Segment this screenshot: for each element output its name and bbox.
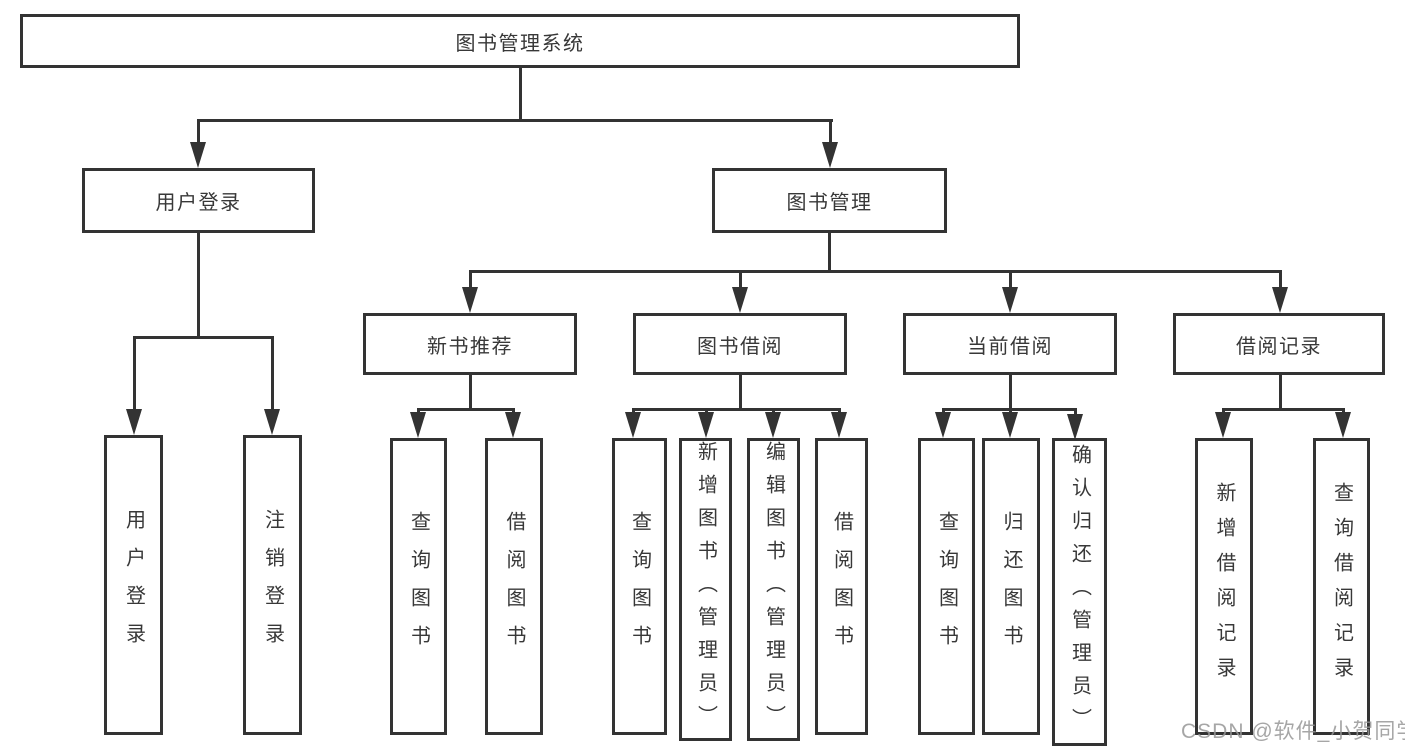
- node-nbr-borrow-book-label: 借阅图书: [503, 510, 525, 663]
- connector-arrow: [264, 338, 280, 435]
- node-new-book-rec: 新书推荐: [363, 313, 577, 375]
- connector-arrow: [732, 272, 748, 313]
- node-bb-borrow-book: 借阅图书: [815, 438, 868, 735]
- node-leaf-logout: 注销登录: [243, 435, 302, 735]
- connector-arrow: [1335, 410, 1351, 438]
- node-bb-edit-book-admin-label: 编辑图书（管理员）: [762, 441, 785, 738]
- connector-arrow: [831, 410, 847, 438]
- node-bb-add-book-admin: 新增图书（管理员）: [679, 438, 732, 741]
- node-book-borrow-label: 图书借阅: [697, 335, 783, 358]
- node-cb-query-book-label: 查询图书: [935, 510, 958, 663]
- connector-line: [469, 375, 472, 410]
- connector-arrow: [1215, 410, 1231, 438]
- connector-arrow: [126, 338, 142, 435]
- node-cb-query-book: 查询图书: [918, 438, 975, 735]
- node-cb-confirm-return-admin: 确认归还（管理员）: [1052, 438, 1107, 746]
- node-leaf-user-login-label: 用户登录: [122, 509, 145, 661]
- connector-line: [197, 119, 833, 122]
- connector-line: [739, 375, 742, 410]
- node-br-add-record-label: 新增借阅记录: [1213, 481, 1235, 692]
- node-cb-return-book-label: 归还图书: [1000, 510, 1022, 663]
- connector-arrow: [935, 410, 951, 438]
- node-root-label: 图书管理系统: [455, 32, 585, 55]
- connector-arrow: [625, 410, 641, 438]
- node-borrow-records: 借阅记录: [1173, 313, 1385, 375]
- connector-line: [1222, 408, 1345, 411]
- connector-line: [519, 66, 522, 120]
- csdn-watermark: CSDN @软件_小贺同学: [1181, 720, 1405, 743]
- connector-arrow: [410, 410, 426, 438]
- node-bb-borrow-book-label: 借阅图书: [830, 510, 853, 663]
- connector-arrow: [1002, 410, 1018, 438]
- node-book-borrow: 图书借阅: [633, 313, 847, 375]
- node-br-add-record: 新增借阅记录: [1195, 438, 1253, 735]
- node-user-login: 用户登录: [82, 168, 315, 233]
- connector-arrow: [1067, 410, 1083, 440]
- connector-line: [417, 408, 515, 411]
- connector-line: [942, 408, 1077, 411]
- node-leaf-logout-label: 注销登录: [261, 509, 284, 661]
- connector-arrow: [1002, 272, 1018, 313]
- node-bb-add-book-admin-label: 新增图书（管理员）: [694, 441, 717, 738]
- connector-line: [1009, 375, 1012, 410]
- connector-line: [828, 233, 831, 272]
- connector-arrow: [1272, 272, 1288, 313]
- node-bb-query-book: 查询图书: [612, 438, 667, 735]
- node-current-borrow-label: 当前借阅: [967, 335, 1053, 358]
- connector-arrow: [698, 410, 714, 438]
- node-user-login-label: 用户登录: [155, 192, 242, 214]
- connector-line: [1279, 375, 1282, 410]
- connector-line: [632, 408, 841, 411]
- node-leaf-user-login: 用户登录: [104, 435, 163, 735]
- node-root: 图书管理系统: [20, 14, 1020, 68]
- connector-arrow: [822, 121, 838, 168]
- node-nbr-query-book-label: 查询图书: [407, 510, 430, 663]
- node-book-mgmt-label: 图书管理: [786, 192, 873, 214]
- node-nbr-borrow-book: 借阅图书: [485, 438, 543, 735]
- node-cb-confirm-return-admin-label: 确认归还（管理员）: [1068, 443, 1091, 741]
- connector-line: [469, 270, 1282, 273]
- node-borrow-records-label: 借阅记录: [1236, 335, 1322, 358]
- node-br-query-record: 查询借阅记录: [1313, 438, 1370, 735]
- node-bb-edit-book-admin: 编辑图书（管理员）: [747, 438, 800, 741]
- node-cb-return-book: 归还图书: [982, 438, 1040, 735]
- node-new-book-rec-label: 新书推荐: [427, 335, 513, 358]
- connector-arrow: [462, 272, 478, 313]
- node-bb-query-book-label: 查询图书: [628, 510, 651, 663]
- node-br-query-record-label: 查询借阅记录: [1330, 481, 1353, 692]
- connector-line: [197, 233, 200, 338]
- connector-arrow: [190, 121, 206, 168]
- node-nbr-query-book: 查询图书: [390, 438, 447, 735]
- connector-line: [133, 336, 274, 339]
- node-book-mgmt: 图书管理: [712, 168, 947, 233]
- connector-arrow: [765, 410, 781, 438]
- node-current-borrow: 当前借阅: [903, 313, 1117, 375]
- connector-arrow: [505, 410, 521, 438]
